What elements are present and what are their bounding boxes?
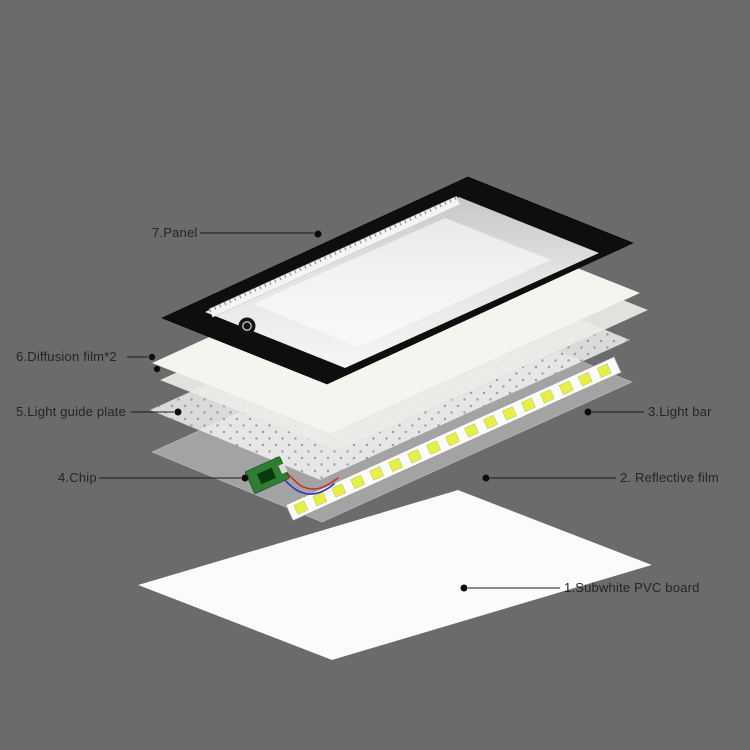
led <box>596 363 612 378</box>
power-button <box>238 317 256 335</box>
leader-dot-panel <box>314 230 322 238</box>
leader-dot-chip <box>241 474 249 482</box>
led <box>312 491 328 507</box>
led <box>521 397 536 412</box>
led <box>445 432 460 447</box>
leader-dot-diffusion-1 <box>148 353 156 361</box>
pvc-board-layer <box>137 489 653 661</box>
label-lightguide: 5.Light guide plate <box>16 404 127 419</box>
leader-dot-lightguide <box>174 408 182 416</box>
leader-dot-pvcboard <box>460 584 468 592</box>
panel-drawing-area <box>253 218 551 347</box>
led <box>388 457 404 472</box>
leader-dot-lightbar <box>584 408 592 416</box>
leader-dot-diffusion-2 <box>153 365 161 373</box>
led <box>502 406 517 421</box>
led <box>369 466 385 481</box>
label-reflective: 2. Reflective film <box>620 470 719 485</box>
label-panel: 7.Panel <box>152 225 198 240</box>
label-pvcboard: 1.Subwhite PVC board <box>564 580 700 595</box>
light-bar <box>285 356 622 521</box>
led <box>539 389 555 404</box>
chip-connector <box>278 463 288 474</box>
chip <box>245 456 290 494</box>
label-diffusion: 6.Diffusion film*2 <box>16 349 117 364</box>
label-chip: 4.Chip <box>58 470 97 485</box>
led <box>577 372 593 387</box>
wire-red <box>281 469 339 490</box>
led <box>464 423 479 438</box>
ruler-ticks <box>209 196 461 318</box>
leader-dot-reflective <box>482 474 490 482</box>
led-chips <box>293 363 612 515</box>
led <box>407 449 422 464</box>
led <box>350 474 366 490</box>
led <box>426 440 441 455</box>
panel-ruler <box>208 195 461 318</box>
led <box>483 414 498 430</box>
label-lightbar: 3.Light bar <box>648 404 712 419</box>
led <box>293 500 309 515</box>
led <box>558 380 574 395</box>
chip-ic <box>256 467 277 485</box>
wire-blue <box>279 475 335 495</box>
led <box>331 483 347 498</box>
power-button-ring <box>242 321 252 331</box>
